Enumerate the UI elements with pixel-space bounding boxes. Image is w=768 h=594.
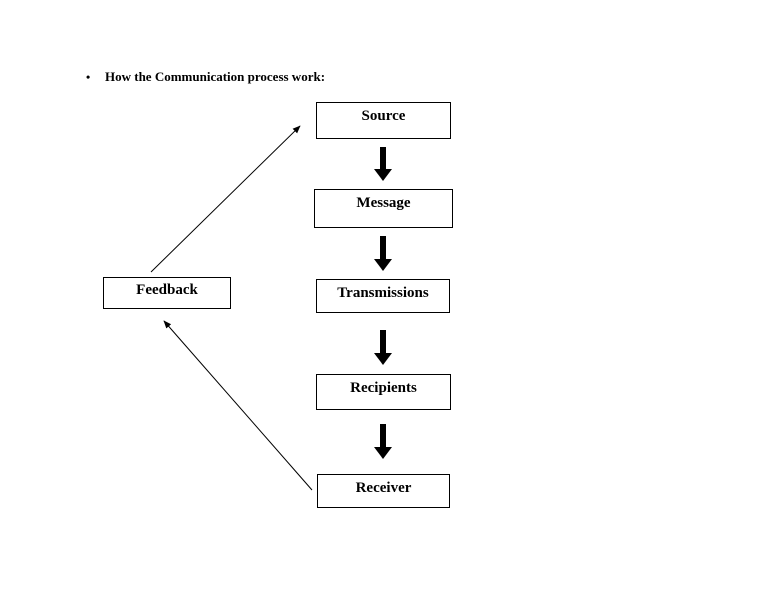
feedback-box: Feedback bbox=[103, 277, 231, 309]
arrow-receiver-to-feedback bbox=[163, 320, 313, 491]
arrow-feedback-to-source bbox=[150, 125, 301, 273]
heading-text: How the Communication process work: bbox=[105, 69, 326, 84]
feedback-label: Feedback bbox=[136, 282, 198, 298]
bullet-point: • bbox=[86, 70, 91, 84]
recipients-label: Recipients bbox=[350, 380, 417, 396]
message-label: Message bbox=[356, 195, 411, 211]
transmissions-box: Transmissions bbox=[316, 279, 450, 313]
arrow-transmissions-to-recipients bbox=[374, 330, 392, 365]
diagram-heading: • How the Communication process work: bbox=[86, 69, 325, 85]
arrow-source-to-message bbox=[374, 147, 392, 181]
arrow-message-to-transmissions bbox=[374, 236, 392, 271]
arrow-recipients-to-receiver bbox=[374, 424, 392, 459]
source-label: Source bbox=[361, 108, 406, 124]
receiver-label: Receiver bbox=[355, 480, 412, 496]
receiver-box: Receiver bbox=[317, 474, 450, 508]
message-box: Message bbox=[314, 189, 453, 228]
recipients-box: Recipients bbox=[316, 374, 451, 410]
source-box: Source bbox=[316, 102, 451, 139]
transmissions-label: Transmissions bbox=[337, 285, 429, 301]
